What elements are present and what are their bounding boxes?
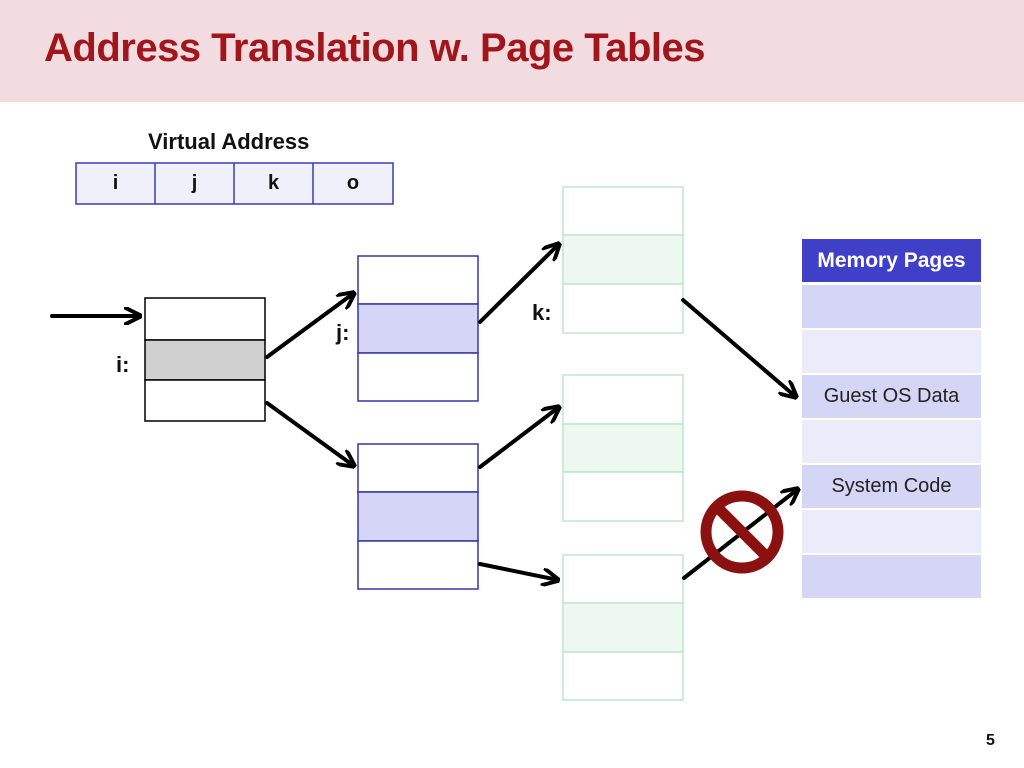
va-field-j: j [191,172,198,194]
virtual-address-fields [75,162,394,205]
prohibited-icon [700,490,784,574]
memory-pages [802,285,981,598]
arrow-l3-to-guest-os-data [681,298,796,397]
memory-page-1 [802,285,981,328]
level1-page-table [144,297,266,422]
memory-page-6 [802,510,981,553]
memory-page-guest-os-data: Guest OS Data [823,385,960,407]
arrow-l1-to-l2-top [265,293,354,359]
level3-index-label: k: [532,300,552,325]
va-field-o: o [346,172,360,194]
arrow-l1-to-l2-bottom [265,401,354,466]
memory-page-7 [802,555,981,598]
level2-index-label: j: [336,320,350,345]
arrow-l2b-to-l3-middle [478,407,559,469]
virtual-address-label: Virtual Address [148,129,310,154]
slide-title: Address Translation w. Page Tables [44,26,706,70]
level3-page-table-top [562,186,684,334]
level3-page-table-middle [562,374,684,522]
arrow-l2-to-l3-top [478,244,559,324]
va-field-k: k [267,172,280,194]
memory-page-system-code: System Code [831,475,952,497]
page-number: 5 [986,732,995,749]
memory-pages-header: Memory Pages [802,239,981,282]
title-bar [0,0,1024,102]
memory-page-2 [802,330,981,373]
level2-page-table-top [357,255,479,402]
va-field-i: i [112,172,119,194]
arrow-l2b-to-l3-bottom [478,562,558,580]
level2-page-table-bottom [357,443,479,590]
memory-page-4 [802,420,981,463]
level1-index-label: i: [116,352,130,377]
level3-page-table-bottom [562,554,684,701]
